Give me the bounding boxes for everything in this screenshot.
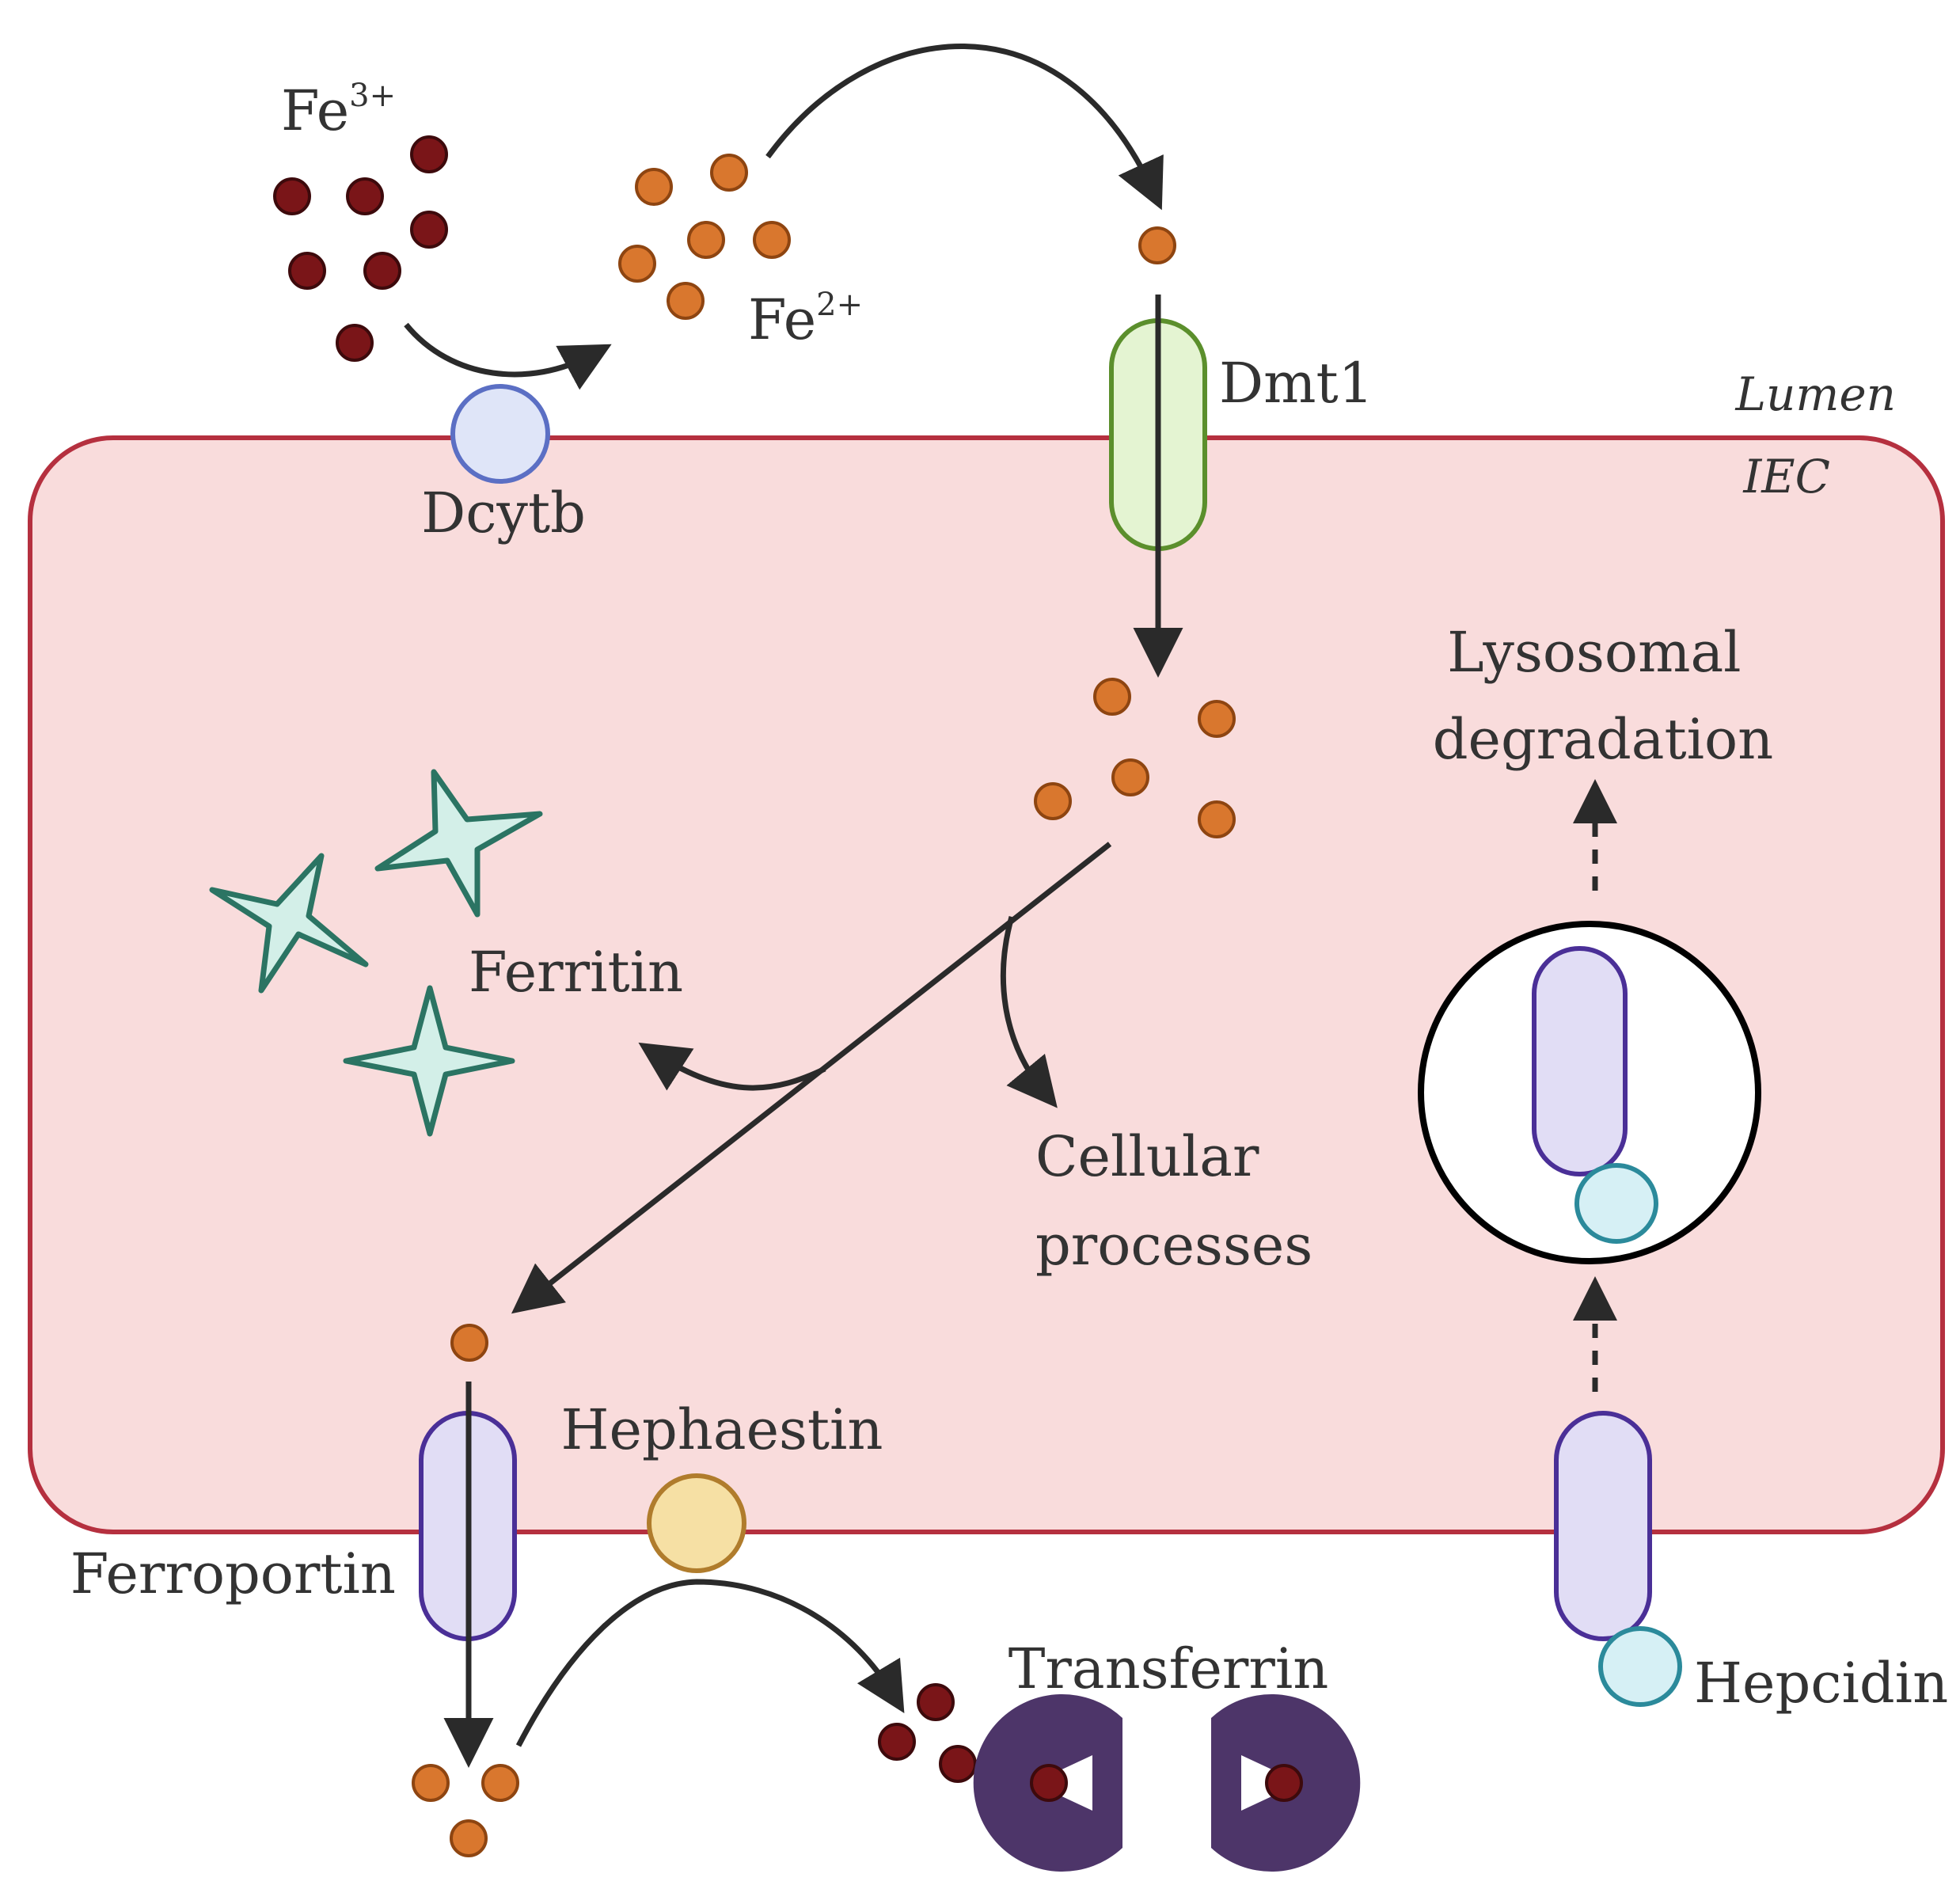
fe3-ion bbox=[917, 1683, 955, 1721]
fe2-ion bbox=[1093, 678, 1131, 716]
fe3-ion bbox=[410, 211, 448, 249]
fe2-ion bbox=[687, 221, 725, 259]
fe3-ion bbox=[346, 177, 384, 215]
exported-fe2-cluster bbox=[412, 1764, 519, 1857]
reduction-arrow bbox=[404, 322, 612, 390]
hephaestin-protein bbox=[647, 1473, 746, 1573]
fe2-ion bbox=[481, 1764, 519, 1802]
fe2-ion bbox=[710, 154, 748, 192]
internalized-ferroportin bbox=[1532, 946, 1628, 1176]
fe3-ion bbox=[939, 1745, 977, 1783]
fe2-ion bbox=[1138, 226, 1176, 264]
intestinal-epithelial-cell bbox=[28, 435, 1945, 1534]
fe2-to-dmt1-arrow bbox=[765, 44, 1164, 211]
fe3-ion bbox=[288, 252, 326, 290]
fe2-ion bbox=[635, 168, 673, 206]
fe3-ion bbox=[410, 135, 448, 173]
fe3-ion bbox=[336, 324, 374, 362]
transferrin-lobe bbox=[1211, 1694, 1361, 1872]
fe2-ion bbox=[667, 282, 705, 320]
fe2-ion bbox=[450, 1819, 488, 1857]
cellular-use-arrow bbox=[1000, 916, 1058, 1108]
cellular-processes-label: Cellular processes bbox=[1035, 1124, 1312, 1278]
dmt1-label: Dmt1 bbox=[1219, 351, 1373, 416]
dcytb-protein bbox=[450, 384, 550, 484]
fe3-ion bbox=[363, 252, 401, 290]
fe2-ion bbox=[450, 1324, 488, 1362]
storage-arrow bbox=[638, 1042, 826, 1091]
ferritin-icon bbox=[343, 985, 515, 1137]
ferroportin-hepcidin-complex bbox=[1554, 1411, 1652, 1641]
lumen-label: Lumen bbox=[1734, 367, 1896, 421]
fe3-ion bbox=[1030, 1764, 1068, 1802]
fe2-ion bbox=[1034, 782, 1072, 820]
fe3-ion-cluster bbox=[273, 135, 448, 362]
transferrin-protein bbox=[973, 1694, 1361, 1872]
fe2-ion bbox=[618, 245, 656, 283]
intracellular-fe2-pool bbox=[1034, 678, 1236, 838]
fe2-ion bbox=[1111, 758, 1149, 796]
hepcidin-peptide bbox=[1598, 1626, 1682, 1707]
transferrin-lobe bbox=[973, 1694, 1122, 1872]
oxidation-arrow bbox=[515, 1579, 905, 1747]
fe2-ion bbox=[1198, 800, 1236, 838]
plasma-fe3-cluster bbox=[878, 1683, 977, 1783]
hephaestin-label: Hephaestin bbox=[560, 1397, 883, 1462]
hepcidin-label: Hepcidin bbox=[1694, 1651, 1948, 1716]
dcytb-label: Dcytb bbox=[421, 481, 586, 545]
lysosomal-degradation-label: Lysosomal degradation bbox=[1433, 620, 1774, 772]
fe3-label: Fe3+ bbox=[281, 78, 396, 143]
iec-label: IEC bbox=[1742, 450, 1830, 504]
fe2-ion bbox=[412, 1764, 450, 1802]
ferritin-label: Ferritin bbox=[469, 940, 683, 1005]
fe3-ion bbox=[1265, 1764, 1303, 1802]
fe2-ion-cluster bbox=[618, 154, 791, 320]
fe3-ion bbox=[878, 1723, 916, 1761]
transferrin-label: Transferrin bbox=[1008, 1636, 1329, 1701]
fe3-ion bbox=[273, 177, 311, 215]
ferritin-cluster bbox=[209, 769, 543, 1137]
ferritin-icon bbox=[374, 769, 543, 918]
fe2-ion bbox=[1198, 700, 1236, 738]
ferroportin-label: Ferroportin bbox=[70, 1541, 396, 1606]
fe2-label: Fe2+ bbox=[748, 287, 863, 352]
internalized-hepcidin bbox=[1574, 1163, 1658, 1244]
ferritin-icon bbox=[209, 853, 369, 994]
fe2-ion bbox=[753, 221, 791, 259]
